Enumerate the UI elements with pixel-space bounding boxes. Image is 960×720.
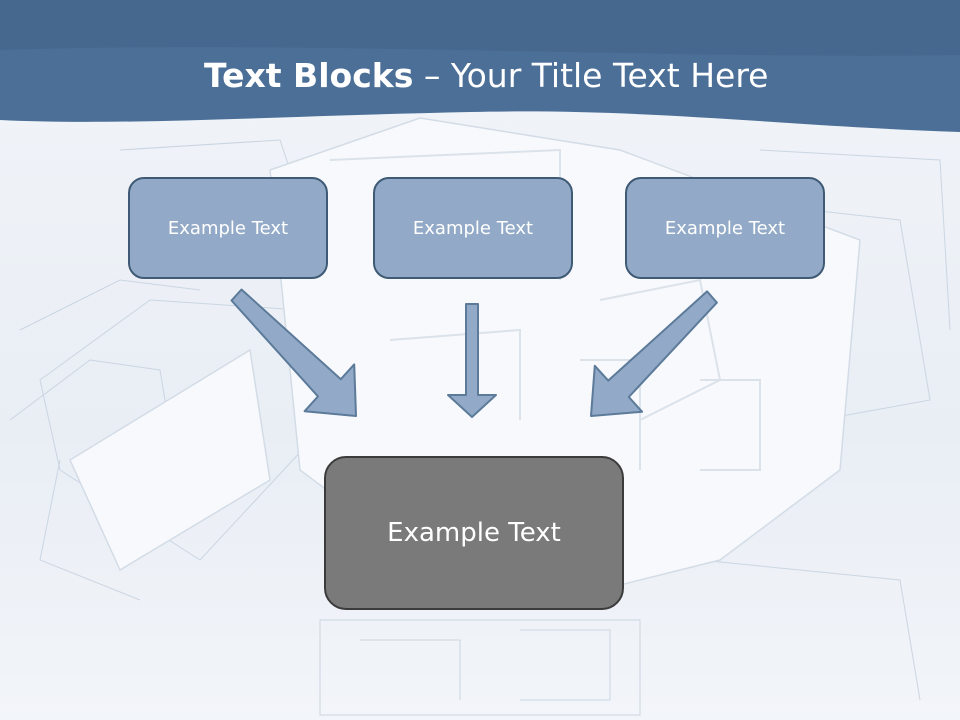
text-block-right-label: Example Text <box>664 217 786 239</box>
text-block-right[interactable]: Example Text <box>625 177 825 279</box>
arrow-left-diagonal <box>230 288 357 417</box>
arrow-right-diagonal <box>590 290 718 417</box>
text-block-middle-label: Example Text <box>412 217 534 239</box>
slide-title: Text Blocks – Your Title Text Here <box>204 52 768 100</box>
title-bold: Text Blocks <box>204 56 414 95</box>
arrow-center-down <box>447 303 497 418</box>
text-block-center[interactable]: Example Text <box>324 456 624 610</box>
title-rest: – Your Title Text Here <box>413 56 769 95</box>
text-block-left-label: Example Text <box>167 217 289 239</box>
text-block-left[interactable]: Example Text <box>128 177 328 279</box>
text-block-middle[interactable]: Example Text <box>373 177 573 279</box>
text-block-center-label: Example Text <box>387 518 561 548</box>
